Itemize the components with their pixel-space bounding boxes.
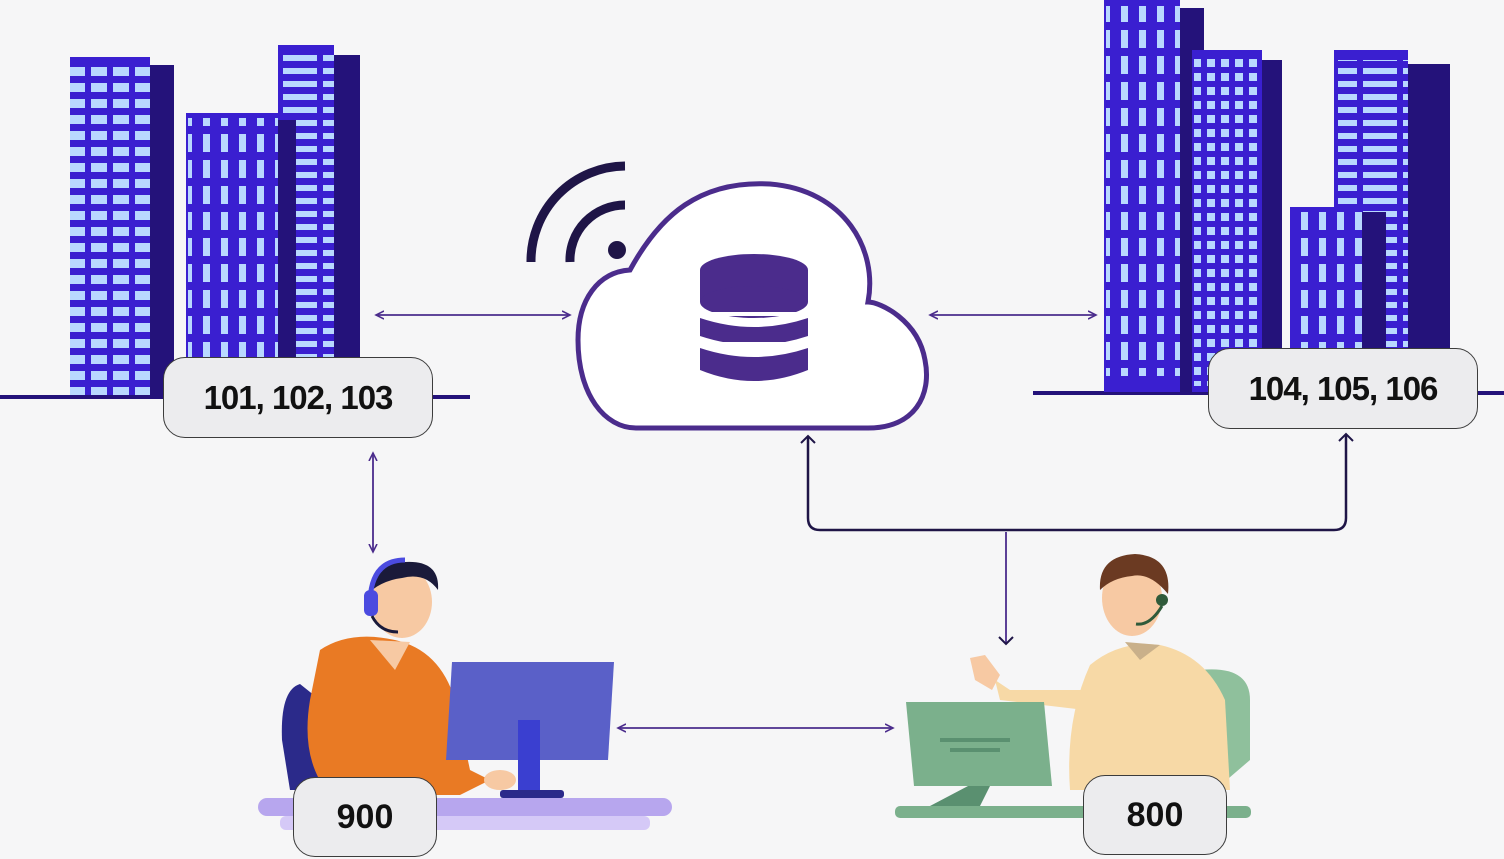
database-icon [700,254,808,381]
left-buildings-label: 101, 102, 103 [163,357,433,438]
cloud-database-icon [575,181,929,431]
right-buildings [1033,0,1504,395]
left-buildings [0,45,470,399]
right-buildings-label: 104, 105, 106 [1208,348,1478,429]
right-agent-label: 800 [1083,775,1227,855]
arrow-cloud-right-bracket [800,432,1354,532]
connection-arrows [373,315,1354,728]
wifi-signal-icon [526,161,626,263]
left-agent-label: 900 [293,777,437,857]
call-center-agent-icon-left [258,557,672,830]
